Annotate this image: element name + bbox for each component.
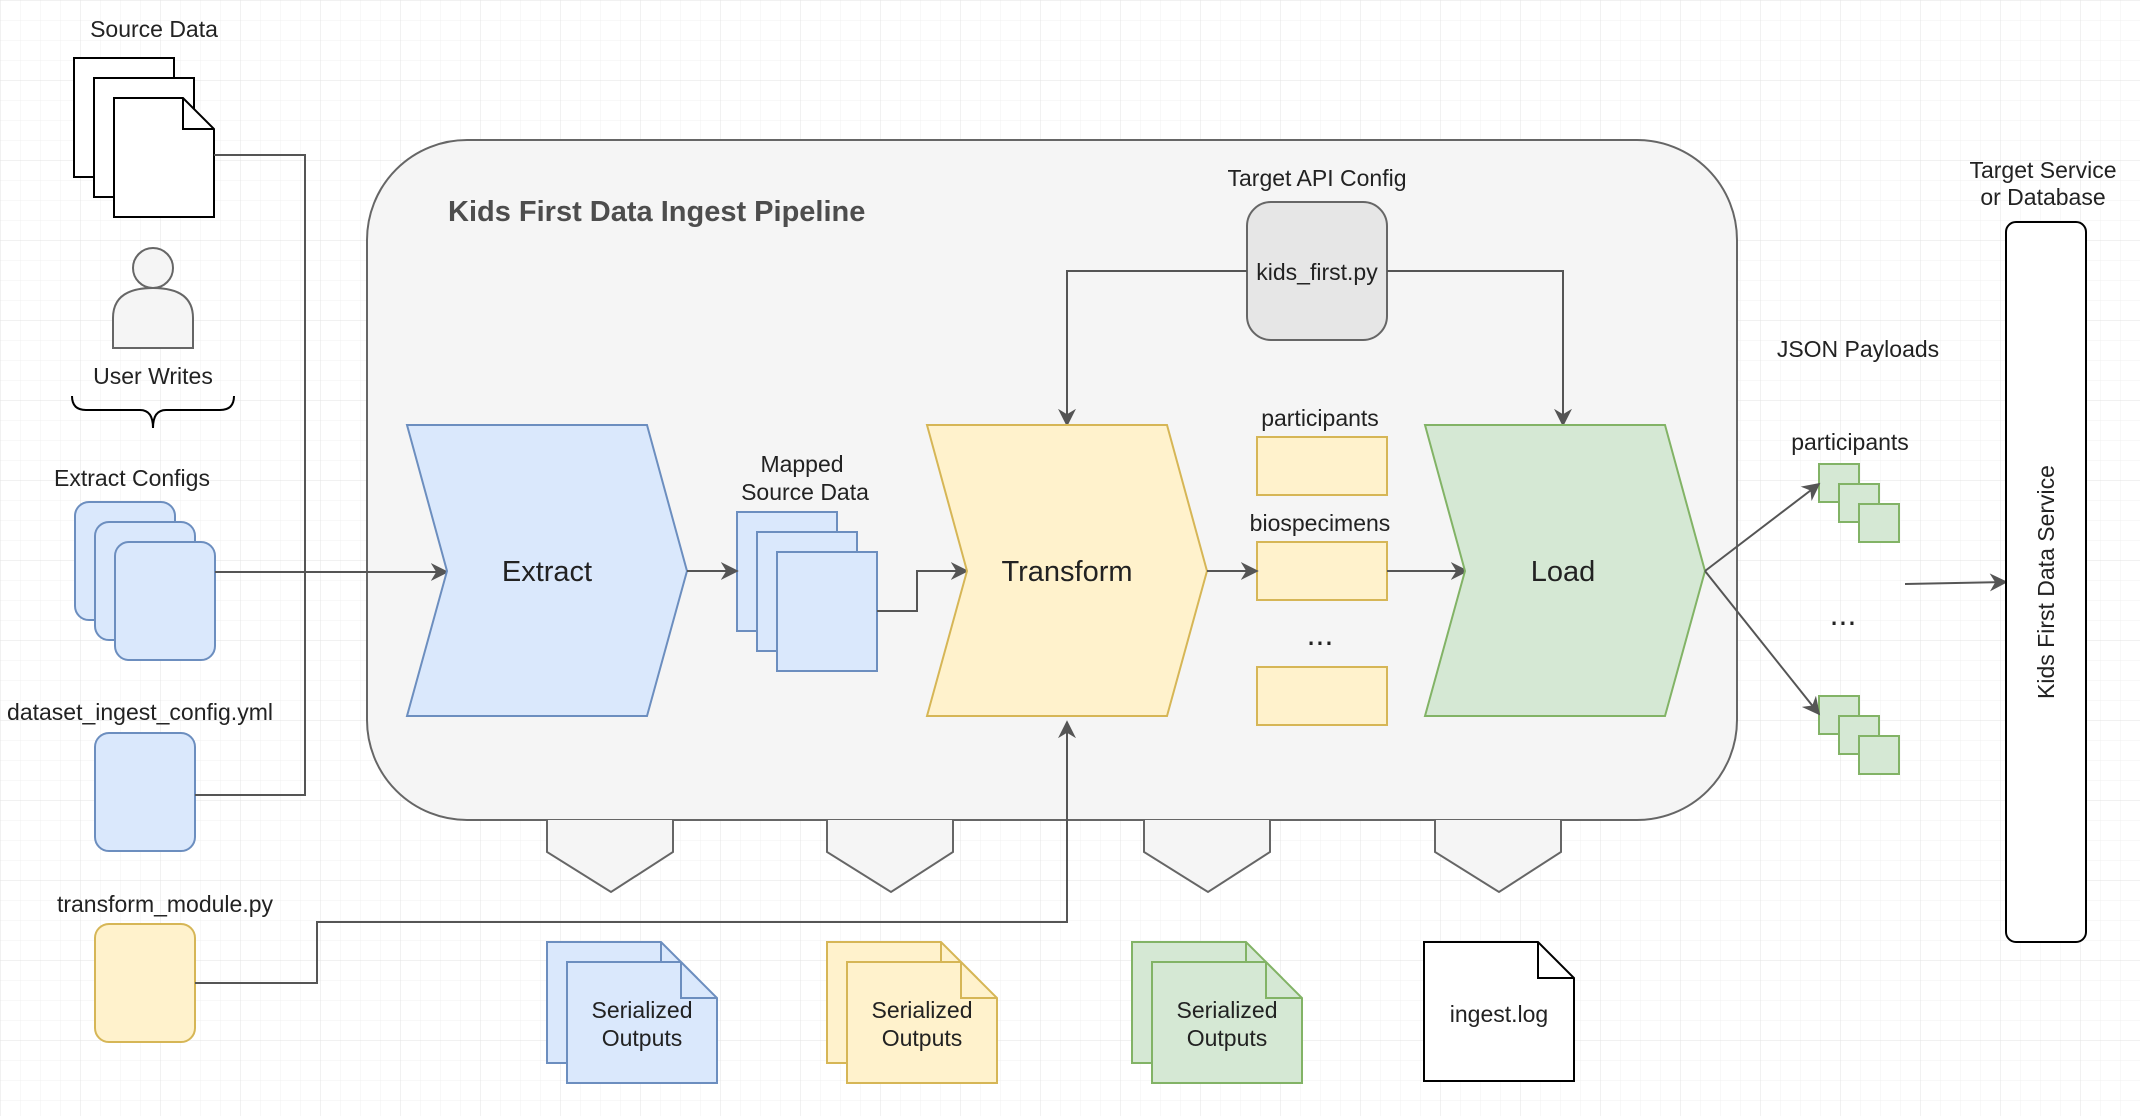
payload-ellipsis: ... <box>1830 596 1857 632</box>
target-label-line2: or Database <box>1980 184 2105 210</box>
entity-box-more <box>1256 666 1388 726</box>
ingest-log-document <box>1423 941 1575 1082</box>
extract-configs-stack <box>74 501 216 661</box>
target-service-box <box>2005 221 2087 943</box>
ingest-log-label: ingest.log <box>1450 1001 1548 1027</box>
serialized-outputs-yellow <box>826 941 998 1084</box>
load-stage <box>1423 424 1707 717</box>
serialized-green-line1: Serialized <box>1177 997 1278 1023</box>
transform-module-box <box>94 923 196 1043</box>
payload-stack-bottom <box>1818 695 1900 775</box>
transform-stage <box>925 424 1209 717</box>
api-connectors <box>1058 270 1572 427</box>
mapped-connectors <box>687 562 969 612</box>
user-writes-brace <box>71 395 235 429</box>
mapped-label-line2: Source Data <box>741 479 869 505</box>
user-writes-label: User Writes <box>93 363 213 389</box>
target-service-label: Kids First Data Service <box>2033 465 2059 699</box>
pipeline-title: Kids First Data Ingest Pipeline <box>448 196 865 228</box>
target-api-label: Target API Config <box>1228 165 1407 191</box>
transform-label: Transform <box>1001 556 1132 588</box>
serialized-blue-line2: Outputs <box>602 1025 683 1051</box>
extract-output-port <box>546 820 674 894</box>
payload-participants-label: participants <box>1791 429 1909 455</box>
source-data-documents <box>73 57 215 218</box>
load-label: Load <box>1531 556 1596 588</box>
serialized-green-line2: Outputs <box>1187 1025 1268 1051</box>
target-label-line1: Target Service <box>1969 157 2116 183</box>
biospecimens-box <box>1256 541 1388 601</box>
dataset-config-label: dataset_ingest_config.yml <box>7 699 273 725</box>
biospecimens-label: biospecimens <box>1250 510 1391 536</box>
output-ports <box>546 820 1562 894</box>
load-output-port <box>1434 820 1562 894</box>
serialized-outputs-blue <box>546 941 718 1084</box>
extract-configs-label: Extract Configs <box>54 465 210 491</box>
serialized-yellow-line1: Serialized <box>872 997 973 1023</box>
transform-output-port <box>1143 820 1271 894</box>
entities-ellipsis: ... <box>1307 616 1334 652</box>
payload-stack-top <box>1818 463 1900 543</box>
participants-box <box>1256 436 1388 496</box>
participants-label: participants <box>1261 405 1379 431</box>
transform-module-label: transform_module.py <box>57 891 274 917</box>
mapped-output-port <box>826 820 954 894</box>
user-icon <box>112 247 194 349</box>
serialized-blue-line1: Serialized <box>592 997 693 1023</box>
extract-stage <box>405 424 689 717</box>
json-payloads-label: JSON Payloads <box>1777 336 1939 362</box>
source-data-label: Source Data <box>90 16 218 42</box>
payload-connectors <box>1704 482 2008 716</box>
target-api-file: kids_first.py <box>1256 259 1378 285</box>
extract-label: Extract <box>502 556 592 588</box>
serialized-outputs-green <box>1131 941 1303 1084</box>
mapped-source-stack <box>736 511 878 672</box>
input-connectors <box>195 154 1076 984</box>
mapped-label-line1: Mapped <box>760 451 843 477</box>
serialized-yellow-line2: Outputs <box>882 1025 963 1051</box>
dataset-config-box <box>94 732 196 852</box>
